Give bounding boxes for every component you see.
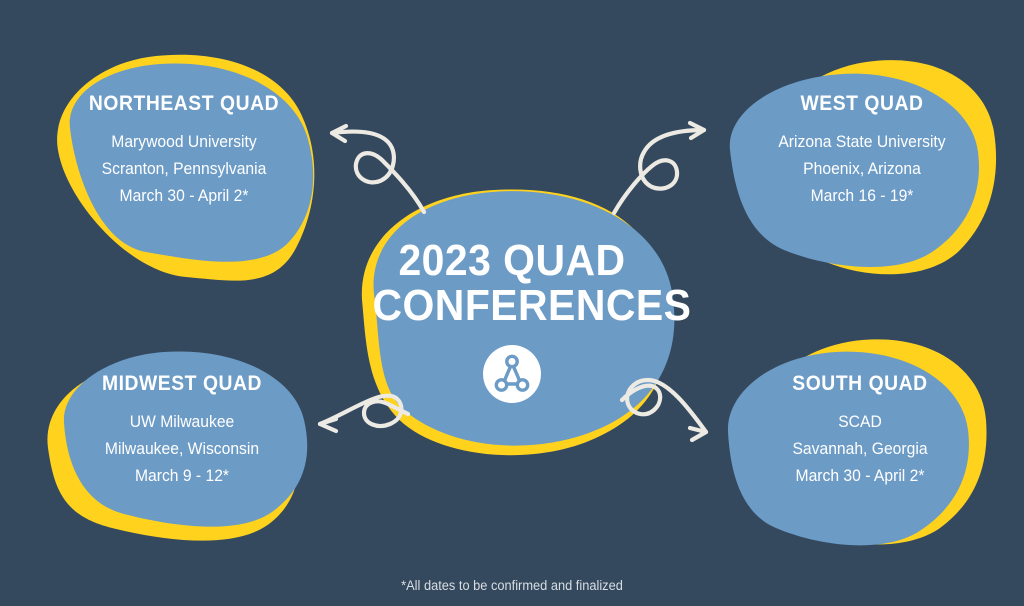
arrow-to-south xyxy=(619,377,709,443)
arrow-to-northeast xyxy=(329,123,427,215)
midwest-blue-blob xyxy=(63,351,308,527)
arrow-to-midwest xyxy=(317,393,411,434)
center-blue-blob xyxy=(373,191,675,446)
arrow-to-west xyxy=(611,120,707,216)
south-blue-blob xyxy=(727,351,969,546)
footnote-text: *All dates to be confirmed and finalized xyxy=(401,578,623,593)
west-blue-blob xyxy=(729,73,979,267)
northeast-blue-blob xyxy=(69,63,314,262)
